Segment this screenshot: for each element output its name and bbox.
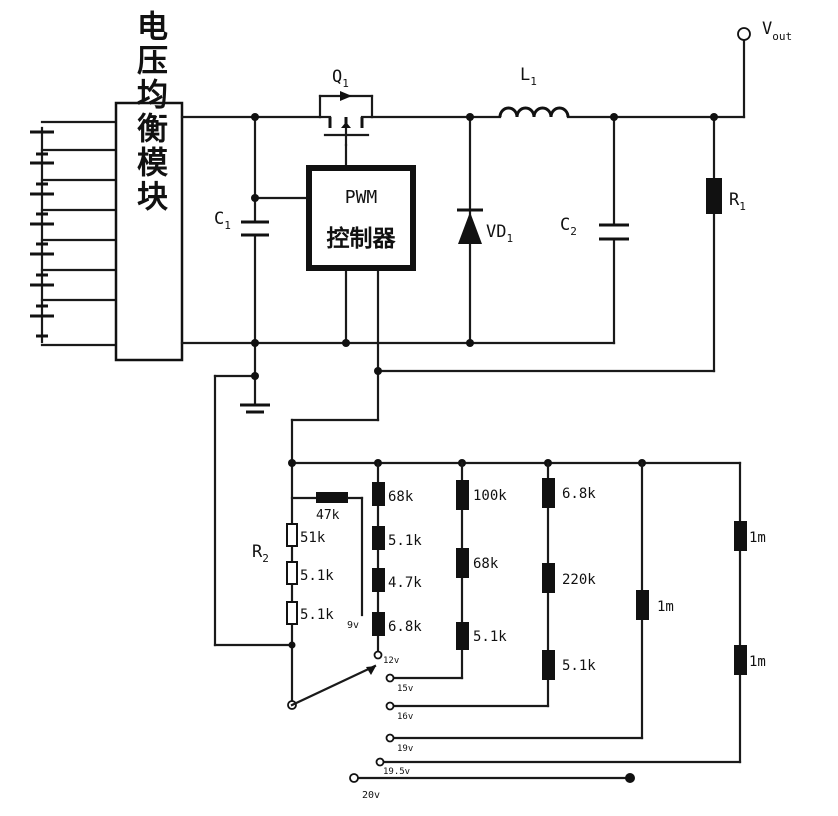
res-b3-label: 5.1k — [473, 629, 507, 645]
battery-cells — [30, 130, 54, 338]
r1-label: R1 — [729, 190, 746, 213]
tap-15v-label: 15v — [397, 684, 413, 694]
res-d1-label: 1m — [657, 599, 674, 615]
tap-19v-label: 19v — [397, 744, 413, 754]
c1-capacitor: C1 — [214, 209, 269, 237]
vd1-diode: VD1 — [457, 208, 513, 245]
res-a3-label: 4.7k — [388, 575, 422, 591]
r1-resistor: R1 — [706, 178, 746, 214]
pwm-controller: PWM 控制器 — [306, 165, 416, 271]
l1-label: L1 — [520, 65, 537, 88]
c2-capacitor: C2 — [560, 215, 629, 241]
battery-taps — [40, 120, 117, 347]
l1-inductor: L1 — [498, 65, 570, 118]
r2-mid-label: 5.1k — [300, 568, 334, 584]
res-c1-label: 6.8k — [562, 486, 596, 502]
tap-19-5v-label: 19.5v — [383, 767, 410, 777]
c1-label: C1 — [214, 209, 231, 232]
r2-top-label: 51k — [300, 530, 326, 546]
r2-bot-label: 5.1k — [300, 607, 334, 623]
tap-16v-label: 16v — [397, 712, 413, 722]
vd1-label: VD1 — [486, 222, 513, 245]
res-e2-label: 1m — [749, 654, 766, 670]
pwm-label: PWM — [345, 187, 378, 208]
res-a2-label: 5.1k — [388, 533, 422, 549]
res-c3-label: 5.1k — [562, 658, 596, 674]
res-e1-label: 1m — [749, 530, 766, 546]
vout-label: Vout — [762, 19, 792, 43]
tap-20v-label: 20v — [362, 790, 380, 801]
q1-label: Q1 — [332, 67, 349, 90]
res-a1-label: 68k — [388, 489, 414, 505]
res-a4-label: 6.8k — [388, 619, 422, 635]
res-b2-label: 68k — [473, 556, 499, 572]
res-c2-label: 220k — [562, 572, 596, 588]
tap-9v-label: 9v — [347, 620, 359, 631]
res-b1-label: 100k — [473, 488, 507, 504]
junction-dots — [251, 113, 718, 380]
controller-label: 控制器 — [327, 225, 397, 252]
voltage-balance-module: 电压均衡模块 — [114, 10, 184, 362]
tap-12v-label: 12v — [383, 656, 399, 666]
r2-label: R2 — [252, 542, 269, 565]
ground-symbol — [240, 403, 270, 414]
c2-label: C2 — [560, 215, 577, 238]
battery-stack — [30, 120, 117, 347]
resistor-ladder: 47k 9v 51k 5.1k 5.1k R2 68k 5.1k 4.7k 6.… — [252, 459, 766, 801]
r47k-label: 47k — [316, 508, 340, 523]
q1-mosfet: Q1 — [318, 67, 374, 147]
vout-terminal: Vout — [737, 19, 792, 43]
module-label: 电压均衡模块 — [131, 10, 168, 214]
